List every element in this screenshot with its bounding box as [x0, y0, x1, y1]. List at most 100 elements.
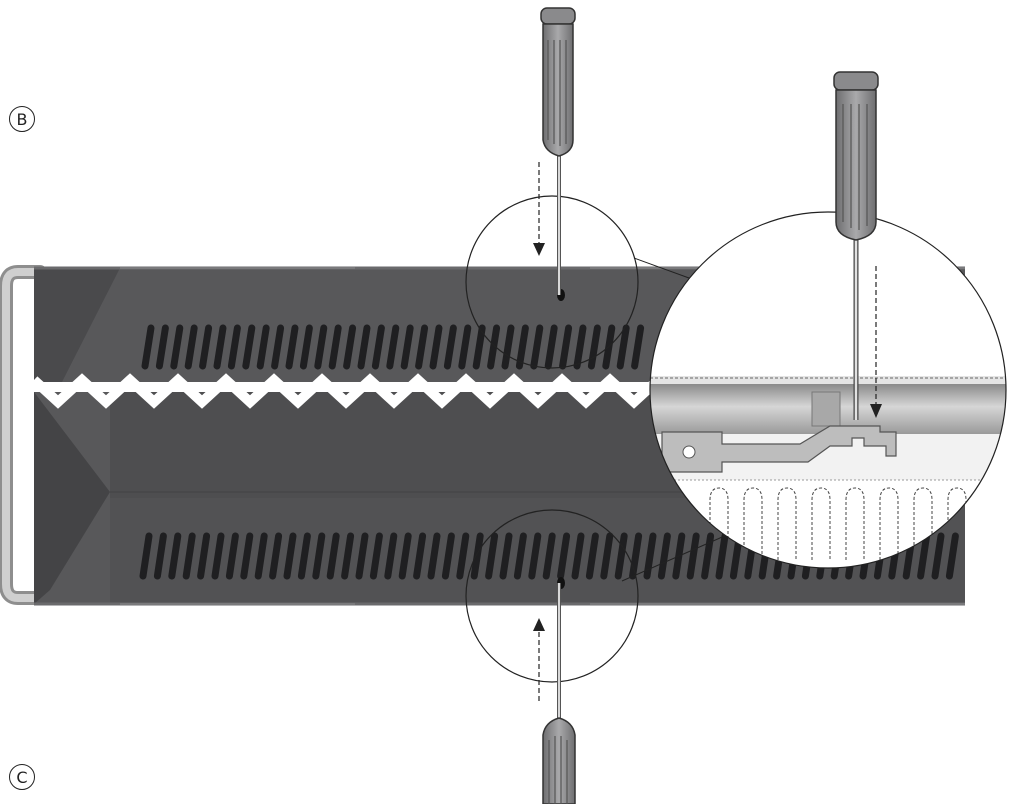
dashed-arrow-icon-detail [870, 266, 882, 418]
vent-slot [225, 532, 239, 580]
vent-slot [153, 532, 167, 580]
vent-slot [686, 532, 700, 580]
vent-slots-top [141, 324, 645, 370]
vent-slot [600, 532, 614, 580]
detail-vent-slot-outline [981, 487, 1001, 560]
vent-slot [211, 532, 225, 580]
vent-slot [355, 532, 369, 580]
vent-slot [631, 324, 645, 370]
break-line [30, 373, 662, 409]
vent-slot [616, 324, 630, 370]
vent-slot [458, 324, 472, 370]
vent-slot [573, 324, 587, 370]
vent-slot [515, 324, 529, 370]
side-handle [0, 265, 47, 605]
vent-slot [501, 324, 515, 370]
vent-slot [614, 532, 628, 580]
vent-slot [400, 324, 414, 370]
vent-slot [715, 532, 729, 580]
vent-slot [427, 532, 441, 580]
detail-vent-slot-outline [743, 487, 763, 560]
vent-slot [184, 324, 198, 370]
vent-slot [528, 532, 542, 580]
vent-slot [499, 532, 513, 580]
vent-slot [530, 324, 544, 370]
vent-slot [371, 324, 385, 370]
vent-slot [199, 324, 213, 370]
vent-slot [559, 324, 573, 370]
vent-slot [357, 324, 371, 370]
vent-slot [240, 532, 254, 580]
vent-slot [542, 532, 556, 580]
vent-slot [485, 532, 499, 580]
detail-vent-slot-outline [777, 487, 797, 560]
detail-vent-slot-outline [879, 487, 899, 560]
vent-slot [256, 324, 270, 370]
vent-slot [415, 324, 429, 370]
vent-slot [386, 324, 400, 370]
vent-slot [456, 532, 470, 580]
screwdriver-icon-detail [833, 71, 879, 420]
vent-slot [343, 324, 357, 370]
vent-slot [271, 324, 285, 370]
vent-slot [931, 532, 945, 580]
detail-vent-slot-outline [811, 487, 831, 560]
vent-slot [441, 532, 455, 580]
vent-slot [369, 532, 383, 580]
vent-slot [557, 532, 571, 580]
detail-connector-bottom [621, 526, 746, 582]
vent-slot [384, 532, 398, 580]
vent-slot [470, 532, 484, 580]
step-label-b: B [9, 106, 35, 132]
screwdriver-icon-top [540, 7, 576, 295]
magnifier-circle-bottom [465, 509, 639, 683]
vent-slot [587, 324, 601, 370]
vent-slot [254, 532, 268, 580]
vent-slot [657, 532, 671, 580]
detail-view [649, 211, 1007, 569]
vent-slot [141, 324, 155, 370]
vent-slot [328, 324, 342, 370]
vent-slot [170, 324, 184, 370]
vent-slot [472, 324, 486, 370]
vent-slot [443, 324, 457, 370]
magnifier-circle-top [465, 195, 639, 369]
dashed-arrow-icon-down [533, 162, 545, 256]
vent-slot [585, 532, 599, 580]
screwdriver-icon-bottom [542, 583, 576, 805]
step-label-c: C [9, 764, 35, 790]
vent-slot [429, 324, 443, 370]
vent-slot [571, 532, 585, 580]
vent-slot [398, 532, 412, 580]
vent-slot [139, 532, 153, 580]
vent-slot [513, 532, 527, 580]
vent-slot [487, 324, 501, 370]
detail-vent-slot-outline [913, 487, 933, 560]
vent-slot [242, 324, 256, 370]
dashed-arrow-icon-up [533, 618, 545, 702]
vent-slot [299, 324, 313, 370]
vent-slot [544, 324, 558, 370]
vent-slot [297, 532, 311, 580]
vent-slot [326, 532, 340, 580]
vent-slot [197, 532, 211, 580]
vent-slot [917, 532, 931, 580]
vent-slot [168, 532, 182, 580]
vent-slot [155, 324, 169, 370]
vent-slot [227, 324, 241, 370]
vent-slot [269, 532, 283, 580]
detail-vent-slot-outline [947, 487, 967, 560]
vent-slot [283, 532, 297, 580]
vent-slot [213, 324, 227, 370]
vent-slot [314, 324, 328, 370]
vent-slot [341, 532, 355, 580]
locking-clip [661, 425, 897, 473]
vent-slot [945, 532, 959, 580]
detail-vent-slot-outline [845, 487, 865, 560]
detail-vent-slot-outline [709, 487, 729, 560]
vent-slot [413, 532, 427, 580]
vent-slot [182, 532, 196, 580]
vent-slot [312, 532, 326, 580]
vent-slot [285, 324, 299, 370]
